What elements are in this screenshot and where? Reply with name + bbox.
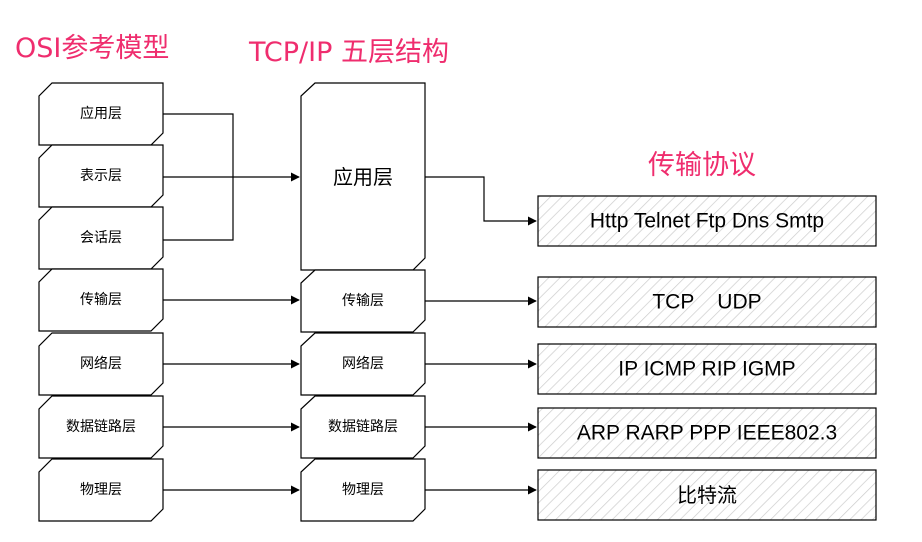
tcpip-layer-datalink: 数据链路层 (300, 395, 426, 459)
osi-layer-physical: 物理层 (38, 458, 164, 522)
tcpip-layer-network: 网络层 (300, 332, 426, 396)
osi-layer-transport: 传输层 (38, 268, 164, 332)
osi-column: 应用层 表示层 会话层 传输层 网络层 数据链路层 物理层 (38, 82, 164, 522)
tcpip-layer-label: 传输层 (342, 293, 384, 309)
protocol-label: TCP UDP (652, 291, 761, 314)
osi-layer-datalink: 数据链路层 (38, 395, 164, 459)
tcpip-column: 应用层 传输层 网络层 数据链路层 物理层 (300, 82, 426, 522)
osi-title: OSI参考模型 (15, 33, 169, 64)
tcpip-layer-label: 网络层 (342, 356, 384, 372)
protocol-box-network: IP ICMP RIP IGMP (537, 343, 877, 395)
osi-layer-label: 传输层 (80, 292, 122, 308)
tcpip-layer-label: 物理层 (342, 482, 384, 498)
protocol-label: IP ICMP RIP IGMP (618, 358, 795, 381)
protocols-title: 传输协议 (648, 150, 756, 181)
osi-layer-label: 应用层 (80, 105, 122, 122)
arrow-tcpip-application (425, 176, 537, 226)
osi-layer-application: 应用层 (38, 82, 164, 146)
osi-layer-session: 会话层 (38, 206, 164, 270)
tcpip-layer-label: 应用层 (333, 165, 393, 189)
protocol-label: 比特流 (677, 483, 737, 507)
protocol-box-application: Http Telnet Ftp Dns Smtp (537, 195, 877, 247)
osi-layer-presentation: 表示层 (38, 144, 164, 208)
tcpip-layer-label: 数据链路层 (328, 419, 398, 435)
osi-layer-network: 网络层 (38, 332, 164, 396)
protocol-box-physical: 比特流 (537, 469, 877, 521)
osi-layer-label: 会话层 (80, 230, 122, 246)
osi-layer-label: 网络层 (80, 356, 122, 372)
tcpip-layer-physical: 物理层 (300, 458, 426, 522)
osi-layer-label: 数据链路层 (66, 419, 136, 435)
protocol-box-datalink: ARP RARP PPP IEEE802.3 (537, 407, 877, 459)
tcpip-title: TCP/IP 五层结构 (248, 37, 449, 68)
tcpip-layer-application: 应用层 (300, 82, 426, 271)
protocol-label: Http Telnet Ftp Dns Smtp (590, 210, 824, 233)
protocol-column: Http Telnet Ftp Dns Smtp TCP UDP IP ICMP… (537, 195, 877, 521)
protocol-box-transport: TCP UDP (537, 276, 877, 328)
osi-layer-label: 物理层 (80, 482, 122, 498)
connectors (163, 113, 537, 495)
protocol-label: ARP RARP PPP IEEE802.3 (577, 422, 837, 445)
osi-layer-label: 表示层 (80, 168, 122, 184)
tcpip-layer-transport: 传输层 (300, 269, 426, 333)
